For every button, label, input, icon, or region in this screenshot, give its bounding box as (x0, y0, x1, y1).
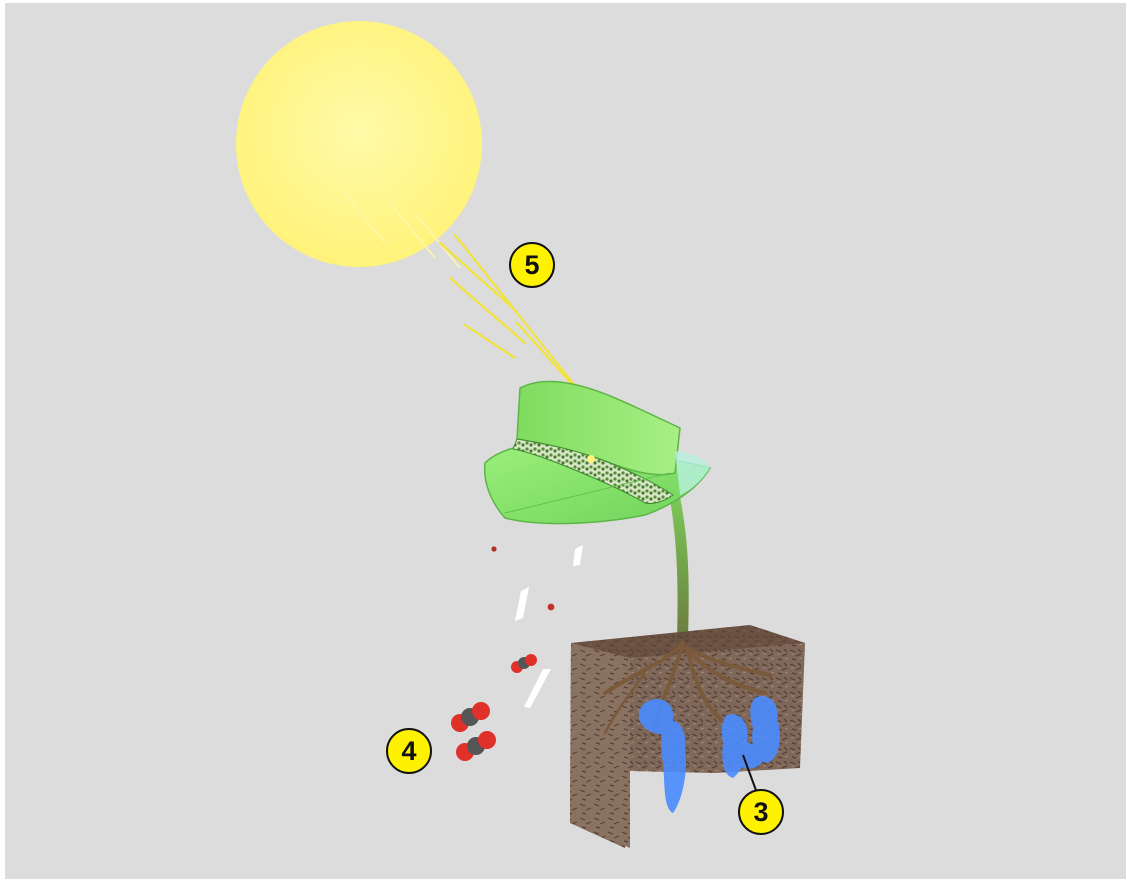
callout-sunlight: 5 (509, 242, 555, 288)
sun (236, 21, 482, 267)
co2-molecule (456, 731, 496, 761)
co2-molecule (451, 702, 490, 732)
stem (667, 483, 689, 643)
particle (491, 546, 496, 551)
co2-molecule (511, 654, 537, 673)
particle (548, 604, 555, 611)
photosynthesis-scene (5, 3, 1126, 879)
diagram-canvas: 5 4 3 (5, 3, 1126, 879)
callout-water: 3 (738, 789, 784, 835)
callout-carbon-dioxide: 4 (386, 728, 432, 774)
